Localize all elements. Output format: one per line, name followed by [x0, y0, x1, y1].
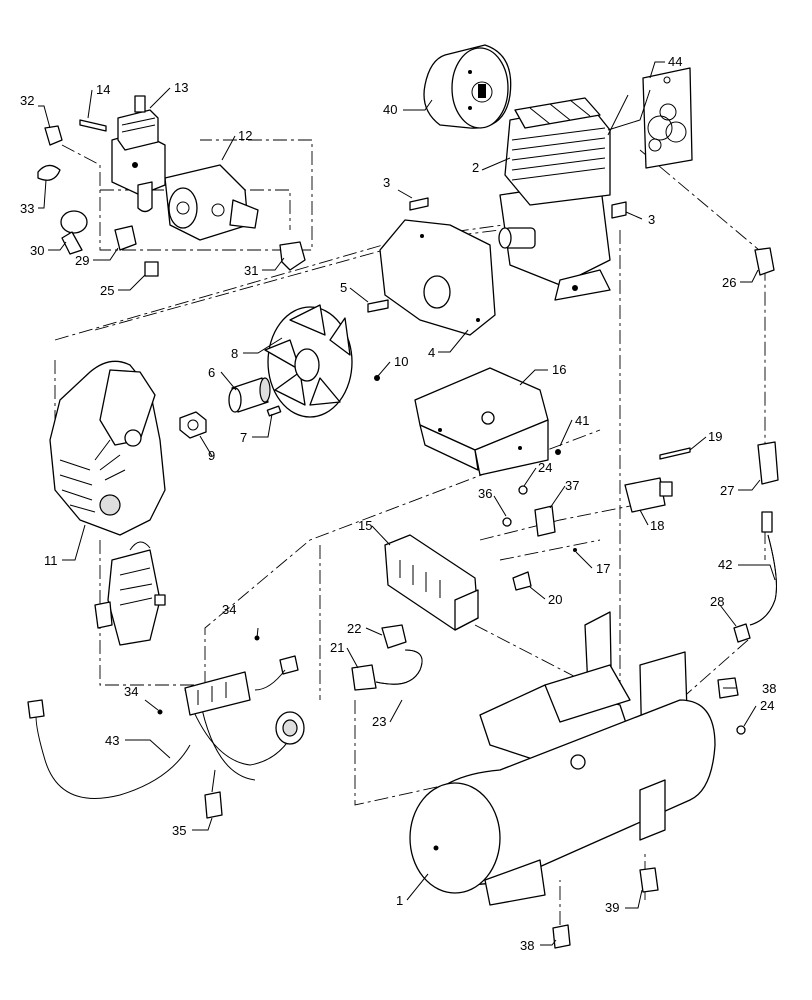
callout-4: 4	[428, 345, 435, 360]
flywheel-pulley	[423, 44, 512, 129]
callout-35: 35	[172, 823, 186, 838]
hub	[228, 377, 271, 413]
callout-8: 8	[231, 346, 238, 361]
callout-17: 17	[596, 561, 610, 576]
callout-21: 21	[330, 640, 344, 655]
assembly-lines	[54, 139, 766, 925]
hose-assembly	[733, 247, 779, 643]
callout-12: 12	[238, 128, 252, 143]
pressure-switch	[94, 541, 166, 646]
callout-29: 29	[75, 253, 89, 268]
compressor-pump	[498, 97, 611, 301]
bolt-14	[79, 119, 107, 132]
callout-27: 27	[720, 483, 734, 498]
screw-5	[367, 299, 389, 313]
callout-28: 28	[710, 594, 724, 609]
callout-33: 33	[20, 201, 34, 216]
callout-16: 16	[552, 362, 566, 377]
wire-harness	[27, 635, 305, 819]
callout-3a: 3	[383, 175, 390, 190]
callout-9: 9	[208, 448, 215, 463]
callout-44: 44	[668, 54, 682, 69]
cooling-fan	[264, 304, 353, 418]
callout-25: 25	[100, 283, 114, 298]
callout-22: 22	[347, 621, 361, 636]
callout-39: 39	[605, 900, 619, 915]
callout-32: 32	[20, 93, 34, 108]
gasket-kit-bag	[642, 67, 693, 169]
callout-26: 26	[722, 275, 736, 290]
callout-18: 18	[650, 518, 664, 533]
callout-34a: 34	[222, 602, 236, 617]
callout-24b: 24	[760, 698, 774, 713]
screws-3	[409, 197, 627, 219]
callout-34b: 34	[124, 684, 138, 699]
callout-10: 10	[394, 354, 408, 369]
callout-30: 30	[30, 243, 44, 258]
callout-43: 43	[105, 733, 119, 748]
callout-labels: 1 2 3 3 4 5 6 7 8 9 10 11 12 13 14 15 16…	[20, 54, 776, 953]
fittings-top-left	[37, 125, 306, 277]
elbows-and-hose	[351, 624, 423, 691]
callout-23: 23	[372, 714, 386, 729]
set-screw-10	[374, 375, 380, 381]
callout-14: 14	[96, 82, 110, 97]
mounting-plate	[379, 219, 496, 336]
nut-9	[179, 411, 207, 439]
manifold-block	[384, 534, 479, 631]
callout-38a: 38	[762, 681, 776, 696]
belt-guard	[49, 360, 166, 536]
callout-3b: 3	[648, 212, 655, 227]
callout-42: 42	[718, 557, 732, 572]
callout-38b: 38	[520, 938, 534, 953]
callout-40: 40	[383, 102, 397, 117]
callout-6: 6	[208, 365, 215, 380]
callout-20: 20	[548, 592, 562, 607]
bracket	[414, 367, 549, 476]
screws-24	[518, 485, 746, 735]
valve-block	[111, 95, 166, 213]
callout-37: 37	[565, 478, 579, 493]
callout-1: 1	[396, 893, 403, 908]
callout-31: 31	[244, 263, 258, 278]
callout-41: 41	[575, 413, 589, 428]
callout-13: 13	[174, 80, 188, 95]
callout-24a: 24	[538, 460, 552, 475]
callout-19: 19	[708, 429, 722, 444]
small-parts-middle	[502, 447, 691, 591]
leader-lines	[38, 61, 776, 946]
callout-11: 11	[44, 553, 58, 568]
callout-36: 36	[478, 486, 492, 501]
callout-15: 15	[358, 518, 372, 533]
air-tank	[409, 611, 716, 906]
callout-5: 5	[340, 280, 347, 295]
key-7	[266, 405, 282, 417]
callout-7: 7	[240, 430, 247, 445]
hydraulic-pump	[164, 164, 259, 241]
callout-2: 2	[472, 160, 479, 175]
